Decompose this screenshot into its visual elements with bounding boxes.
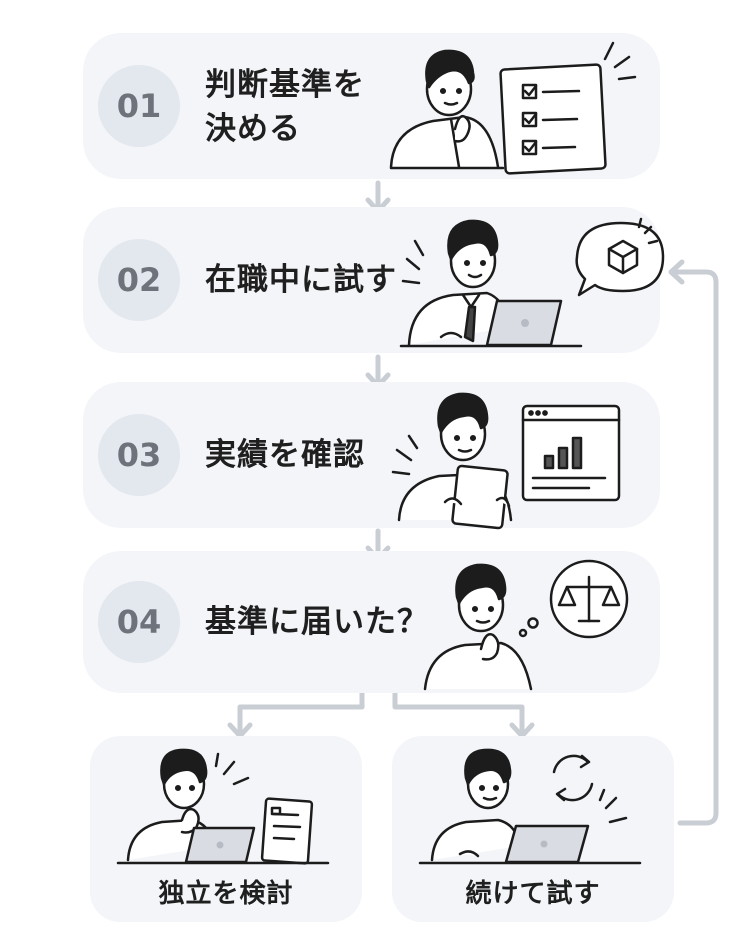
step-title: 判断基準を 決める: [205, 67, 365, 147]
step-card-4: 04 基準に届いた？: [83, 551, 660, 693]
person-laptop-document-icon: [116, 748, 330, 865]
step-card-3: 03 実績を確認: [83, 382, 660, 530]
step-number-badge: 01: [98, 65, 180, 147]
outcome-card-independent: 独立を検討: [90, 736, 362, 922]
step-title: 基準に届いた？: [205, 604, 429, 640]
step-title: 実績を確認: [205, 437, 365, 473]
loop-back-arrow: [669, 269, 719, 826]
step-card-1: 01 判断基準を 決める: [83, 33, 660, 179]
step-title: 在職中に試す: [205, 262, 397, 298]
step-number-badge: 03: [98, 414, 180, 496]
thinking-person-scale-icon: [423, 559, 629, 691]
arrow-to-continue: [392, 690, 525, 736]
step-card-2: 02 在職中に試す: [83, 207, 665, 353]
arrow-to-independent: [237, 690, 365, 736]
outcome-title: 独立を検討: [158, 879, 294, 909]
person-laptop-cycle-icon: [418, 748, 642, 865]
tablet-reader-bar-chart-icon: [391, 392, 621, 530]
step-number-badge: 04: [98, 581, 180, 663]
outcome-title: 続けて試す: [465, 879, 601, 909]
outcome-card-continue: 続けて試す: [392, 736, 674, 922]
laptop-worker-idea-icon: [399, 217, 665, 348]
thinking-person-checklist-icon: [389, 41, 637, 175]
step-number-badge: 02: [98, 239, 180, 321]
